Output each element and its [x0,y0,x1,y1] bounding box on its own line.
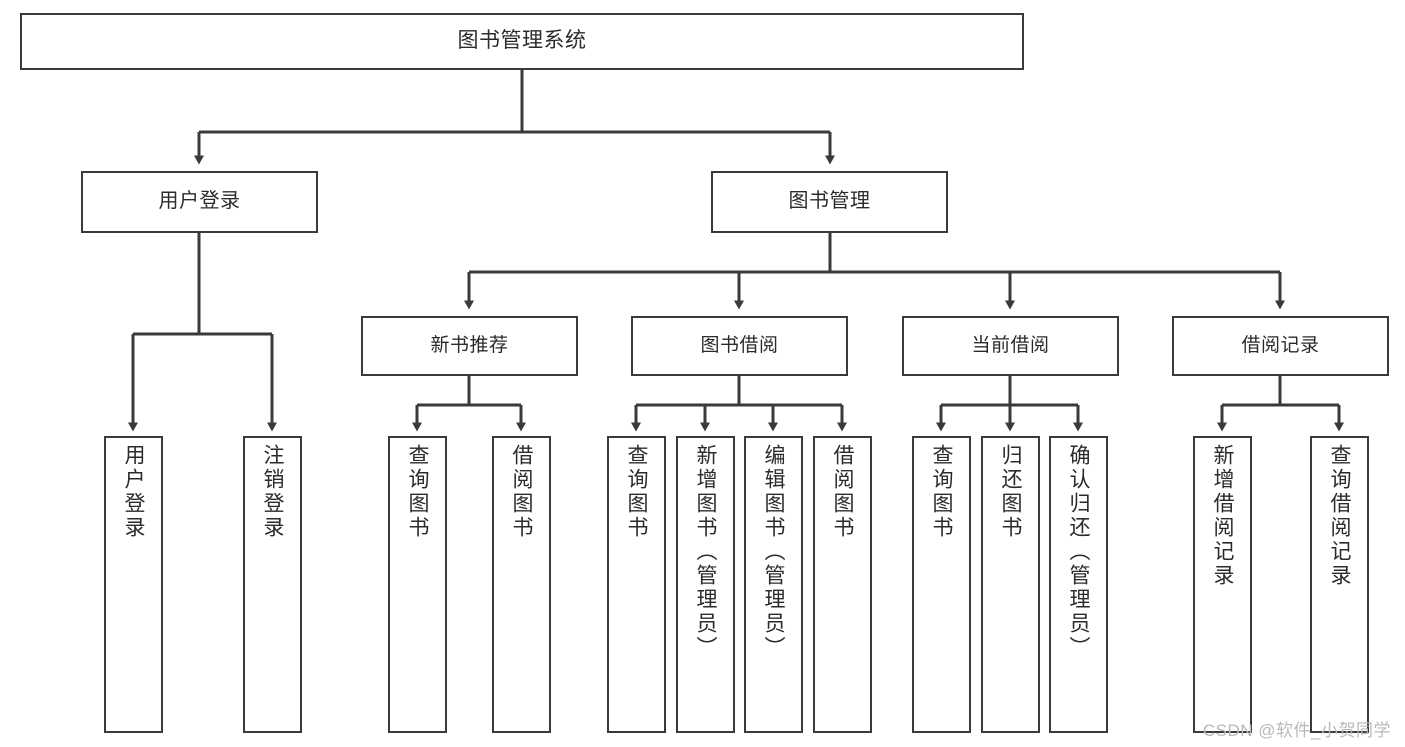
node-leaf-edit-book[interactable]: 编辑图书（管理员） [744,436,803,733]
node-leaf-confirm-return-label: 确认归还（管理员） [1067,444,1090,660]
node-leaf-edit-book-label: 编辑图书（管理员） [762,444,785,660]
node-leaf-user-login-label: 用户登录 [122,444,145,540]
node-leaf-return-book-label: 归还图书 [999,444,1022,540]
node-leaf-add-book[interactable]: 新增图书（管理员） [676,436,735,733]
node-root-label: 图书管理系统 [457,29,587,53]
node-leaf-query-book-2-label: 查询图书 [625,444,648,540]
node-book-management-label: 图书管理 [788,190,871,213]
node-leaf-user-login[interactable]: 用户登录 [104,436,163,733]
node-leaf-return-book[interactable]: 归还图书 [981,436,1040,733]
node-leaf-borrow-book-1-label: 借阅图书 [510,444,533,540]
node-leaf-query-book-1[interactable]: 查询图书 [388,436,447,733]
node-borrow-record-label: 借阅记录 [1241,334,1320,356]
node-leaf-confirm-return[interactable]: 确认归还（管理员） [1049,436,1108,733]
node-leaf-borrow-book-2[interactable]: 借阅图书 [813,436,872,733]
node-leaf-add-record[interactable]: 新增借阅记录 [1193,436,1252,733]
node-current-borrow-label: 当前借阅 [971,334,1050,356]
node-new-book-recommend[interactable]: 新书推荐 [361,316,578,376]
node-leaf-borrow-book-1[interactable]: 借阅图书 [492,436,551,733]
node-current-borrow[interactable]: 当前借阅 [902,316,1119,376]
node-leaf-query-book-3[interactable]: 查询图书 [912,436,971,733]
node-leaf-query-book-1-label: 查询图书 [406,444,429,540]
csdn-watermark: CSDN @软件_小贺同学 [1202,721,1391,740]
node-new-book-recommend-label: 新书推荐 [430,334,509,356]
node-book-borrow[interactable]: 图书借阅 [631,316,848,376]
node-borrow-record[interactable]: 借阅记录 [1172,316,1389,376]
node-leaf-add-book-label: 新增图书（管理员） [694,444,717,660]
node-leaf-query-book-3-label: 查询图书 [930,444,953,540]
node-user-login-label: 用户登录 [158,190,241,213]
node-leaf-add-record-label: 新增借阅记录 [1211,444,1234,588]
node-leaf-logout-login-label: 注销登录 [261,444,284,540]
node-leaf-query-book-2[interactable]: 查询图书 [607,436,666,733]
node-book-management[interactable]: 图书管理 [711,171,948,233]
node-leaf-query-record[interactable]: 查询借阅记录 [1310,436,1369,733]
node-leaf-logout-login[interactable]: 注销登录 [243,436,302,733]
node-user-login[interactable]: 用户登录 [81,171,318,233]
node-leaf-borrow-book-2-label: 借阅图书 [831,444,854,540]
node-book-borrow-label: 图书借阅 [700,334,779,356]
node-root-library-system[interactable]: 图书管理系统 [20,13,1024,70]
node-leaf-query-record-label: 查询借阅记录 [1328,444,1351,588]
